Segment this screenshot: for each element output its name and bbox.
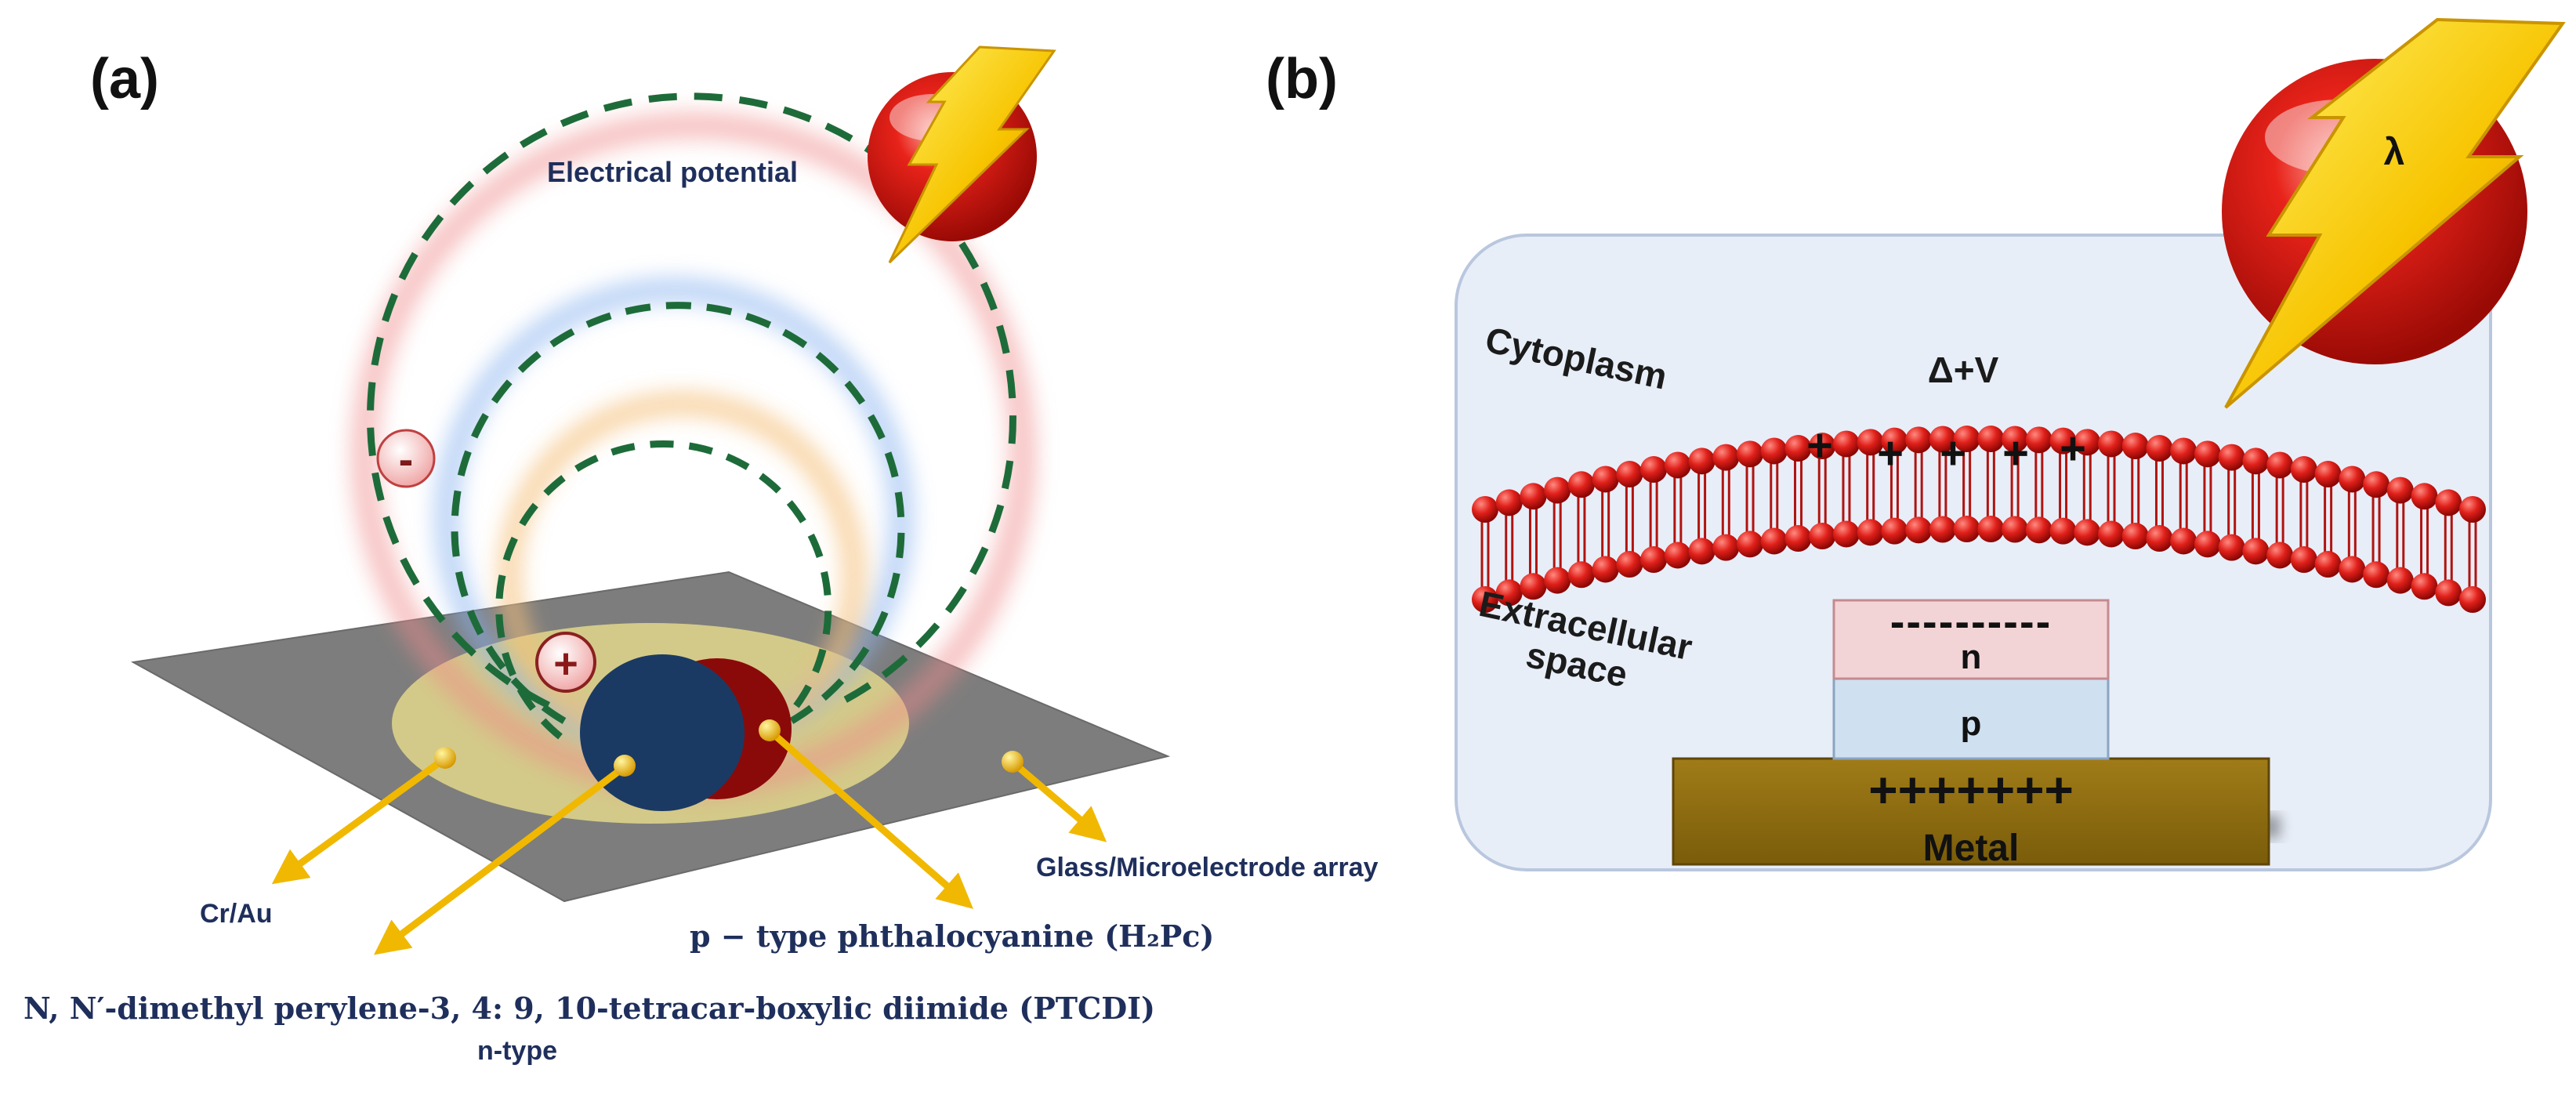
lipid-molecule [1664, 451, 1691, 569]
annotation-arrows [271, 719, 1107, 955]
cr-au-label: Cr/Au [200, 899, 273, 929]
membrane-plus-3: + [1940, 428, 1966, 479]
lipid-molecule [1881, 427, 1908, 545]
middle-potential-line [451, 302, 905, 724]
membrane-plus-1: + [1806, 420, 1833, 471]
lipid-molecule [1832, 430, 1860, 548]
lipid-molecule [2218, 444, 2245, 561]
lipid-molecule [1495, 489, 1523, 607]
lipid-molecule [1760, 437, 1788, 555]
p-type-dot [759, 719, 781, 741]
n-type-layer [580, 654, 745, 811]
lipid-molecule [1567, 471, 1595, 589]
p-layer [1832, 677, 2110, 760]
lipid-molecule [2242, 447, 2270, 565]
lipid-molecule [2266, 451, 2294, 569]
lipid-molecule [2435, 489, 2462, 607]
panel-a: (a) - + Electrical potential [24, 45, 1379, 1066]
lipid-molecule [1616, 461, 1643, 578]
light-stimulus-icon [868, 45, 1056, 264]
panel-b: (b) Cytoplasm Δ+V + + + + + Extracellula… [1266, 17, 2566, 871]
delta-v-label: Δ+V [1928, 350, 1999, 390]
lipid-molecule [1544, 476, 1571, 594]
lipid-molecule [1640, 456, 1668, 574]
lipid-molecule [1809, 433, 1836, 550]
lipid-molecule [2363, 471, 2390, 589]
metal-charges: +++++++ [1868, 762, 2074, 818]
n-layer [1832, 599, 2110, 680]
positive-charge-sign: + [553, 640, 578, 687]
lipid-molecule [2386, 476, 2414, 594]
n-layer-label: n [1961, 638, 1982, 676]
lipid-molecule [2049, 427, 2077, 545]
n-type-compound-label: N, N′-dimethyl perylene-3, 4: 9, 10-tetr… [24, 991, 1155, 1026]
lipid-molecule [1857, 429, 1884, 546]
lipid-bilayer [1472, 426, 2486, 613]
membrane-charges: + + + + + [1806, 420, 2086, 479]
lipid-molecule [1929, 426, 1956, 543]
lipid-molecule [2459, 496, 2486, 613]
negative-charge-sign: - [399, 434, 414, 484]
lipid-molecule [1737, 440, 1764, 558]
lipid-molecule [2290, 456, 2317, 574]
lipid-molecule [2339, 465, 2366, 583]
lambda-label: λ [2384, 132, 2405, 173]
inner-potential-line [495, 440, 832, 740]
negative-charge-icon [376, 429, 436, 488]
n-type-dot [614, 755, 636, 777]
n-layer-charges: ---------- [1890, 596, 2052, 646]
cr-au-arrow [271, 757, 445, 885]
electrical-potential-label: Electrical potential [547, 156, 798, 188]
lipid-molecule [1953, 426, 1980, 543]
glass-dot [1002, 751, 1024, 773]
membrane-plus-5: + [2060, 423, 2086, 474]
lipid-molecule [1784, 435, 1812, 552]
lipid-molecule [2314, 461, 2342, 578]
lipid-molecule [1905, 426, 1933, 544]
p-type-label: p − type phthalocyanine (H₂Pc) [690, 918, 1214, 954]
lipid-molecule [1520, 483, 1547, 600]
lipid-molecule [2411, 483, 2438, 600]
cr-au-dot [434, 747, 456, 769]
lipid-molecule [2121, 433, 2149, 550]
membrane-plus-2: + [1877, 428, 1904, 479]
p-type-arrow [770, 730, 973, 909]
lipid-molecule [2002, 426, 2029, 543]
lipid-molecule [2146, 435, 2173, 552]
lipid-molecule [2170, 437, 2197, 555]
lipid-molecule [1592, 465, 1619, 583]
n-type-label: n-type [477, 1036, 557, 1066]
glass-label: Glass/Microelectrode array [1036, 853, 1379, 882]
metal-layer [1672, 757, 2270, 866]
membrane-plus-4: + [2002, 428, 2029, 479]
lipid-molecule [2194, 440, 2221, 558]
positive-charge-icon [535, 632, 596, 693]
n-type-arrow [374, 765, 625, 955]
panel-b-label: (b) [1266, 48, 1338, 110]
lipid-molecule [1472, 496, 1498, 613]
glass-arrow [1013, 761, 1107, 842]
lipid-molecule [2025, 426, 2052, 544]
light-stimulus-icon-b: λ [2222, 17, 2566, 409]
p-layer-label: p [1961, 705, 1982, 743]
lipid-molecule [2074, 429, 2101, 546]
lipid-molecule [1688, 447, 1716, 565]
lipid-molecule [2098, 430, 2125, 548]
lipid-molecule [1977, 426, 2005, 543]
outer-potential-line [367, 92, 1016, 709]
metal-label: Metal [1923, 828, 2020, 869]
lipid-molecule [1712, 444, 1740, 561]
panel-a-label: (a) [90, 48, 159, 110]
